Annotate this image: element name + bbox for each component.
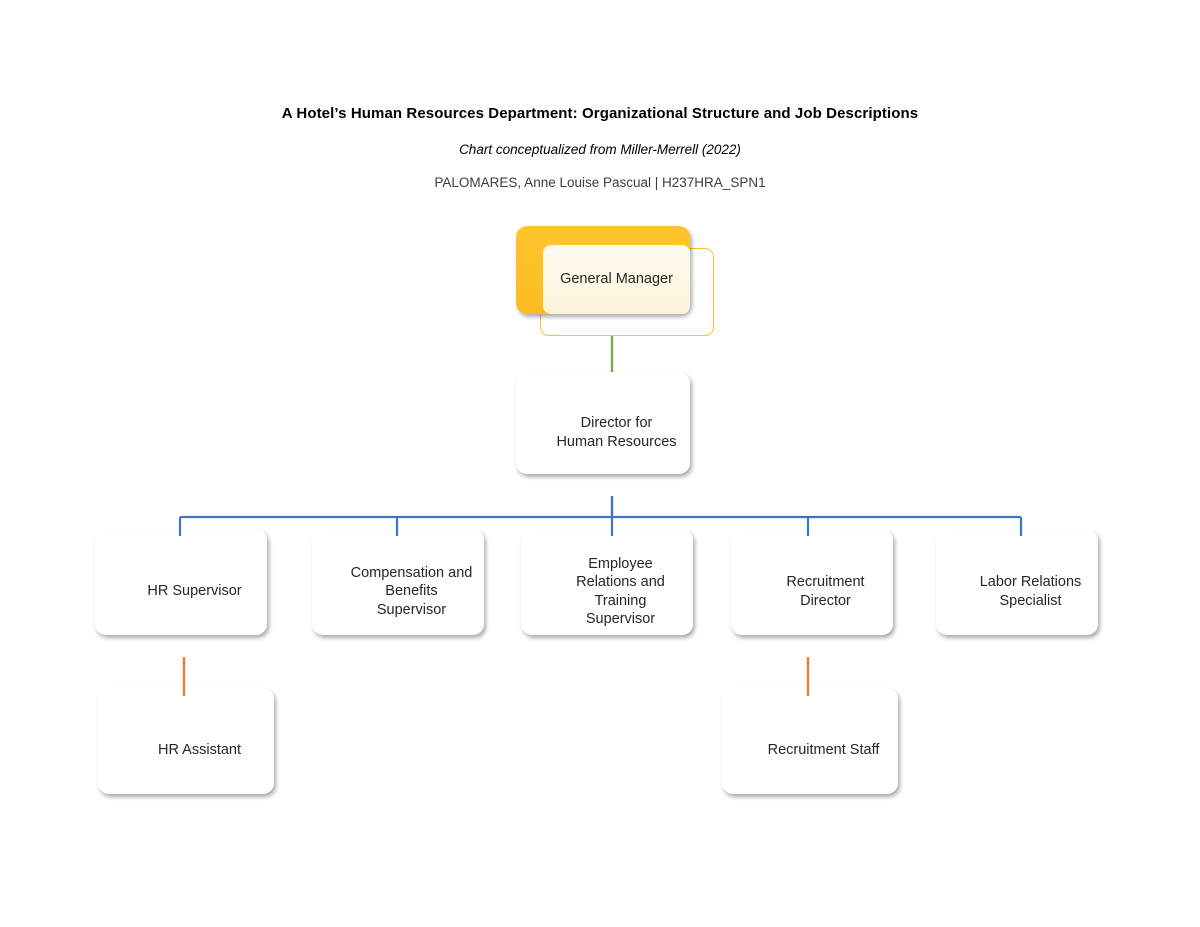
node-label: Labor Relations Specialist xyxy=(979,574,1082,609)
card-outline xyxy=(119,551,291,657)
node-label: Director for Human Resources xyxy=(556,415,677,450)
chart-source: Chart conceptualized from Miller-Merrell… xyxy=(459,142,741,157)
page-title: A Hotel’s Human Resources Department: Or… xyxy=(281,105,919,122)
node-hr-assistant[interactable]: HR Assistant xyxy=(98,688,298,816)
card-outline xyxy=(755,551,917,657)
card-body: HR Assistant xyxy=(125,707,274,794)
card-body: General Manager xyxy=(543,245,690,314)
card-body: Recruitment Director xyxy=(758,548,893,635)
node-label: HR Assistant xyxy=(158,742,241,759)
node-label: Compensation and Benefits Supervisor xyxy=(350,564,473,618)
node-label: General Manager xyxy=(560,271,673,288)
node-compensation-benefits-supervisor[interactable]: Compensation and Benefits Supervisor xyxy=(312,529,508,657)
node-labor-relations-specialist[interactable]: Labor Relations Specialist xyxy=(936,529,1122,657)
card-outline xyxy=(540,394,714,496)
node-label: Recruitment Director xyxy=(786,574,865,609)
card-body: Employee Relations and Training Supervis… xyxy=(548,548,693,635)
card-body: HR Supervisor xyxy=(122,548,267,635)
card-body: Director for Human Resources xyxy=(543,391,690,474)
card-body: Compensation and Benefits Supervisor xyxy=(339,548,484,635)
node-recruitment-staff[interactable]: Recruitment Staff xyxy=(722,688,922,816)
author-line: PALOMARES, Anne Louise Pascual | H237HRA… xyxy=(434,175,766,190)
card-body: Labor Relations Specialist xyxy=(963,548,1098,635)
node-label: Recruitment Staff xyxy=(767,742,880,759)
card-outline xyxy=(746,710,922,816)
card-outline xyxy=(960,551,1122,657)
node-label: HR Supervisor xyxy=(147,583,242,600)
node-recruitment-director[interactable]: Recruitment Director xyxy=(731,529,917,657)
node-hr-supervisor[interactable]: HR Supervisor xyxy=(95,529,291,657)
node-director-human-resources[interactable]: Director for Human Resources xyxy=(516,372,714,496)
chart-header: A Hotel’s Human Resources Department: Or… xyxy=(0,104,1200,192)
card-outline xyxy=(336,551,508,657)
node-label: Employee Relations and Training Supervis… xyxy=(576,555,665,628)
node-employee-relations-training-supervisor[interactable]: Employee Relations and Training Supervis… xyxy=(521,529,717,657)
card-outline xyxy=(122,710,298,816)
node-general-manager[interactable]: General Manager xyxy=(516,226,714,336)
card-outline xyxy=(545,551,717,657)
card-body: Recruitment Staff xyxy=(749,707,898,794)
